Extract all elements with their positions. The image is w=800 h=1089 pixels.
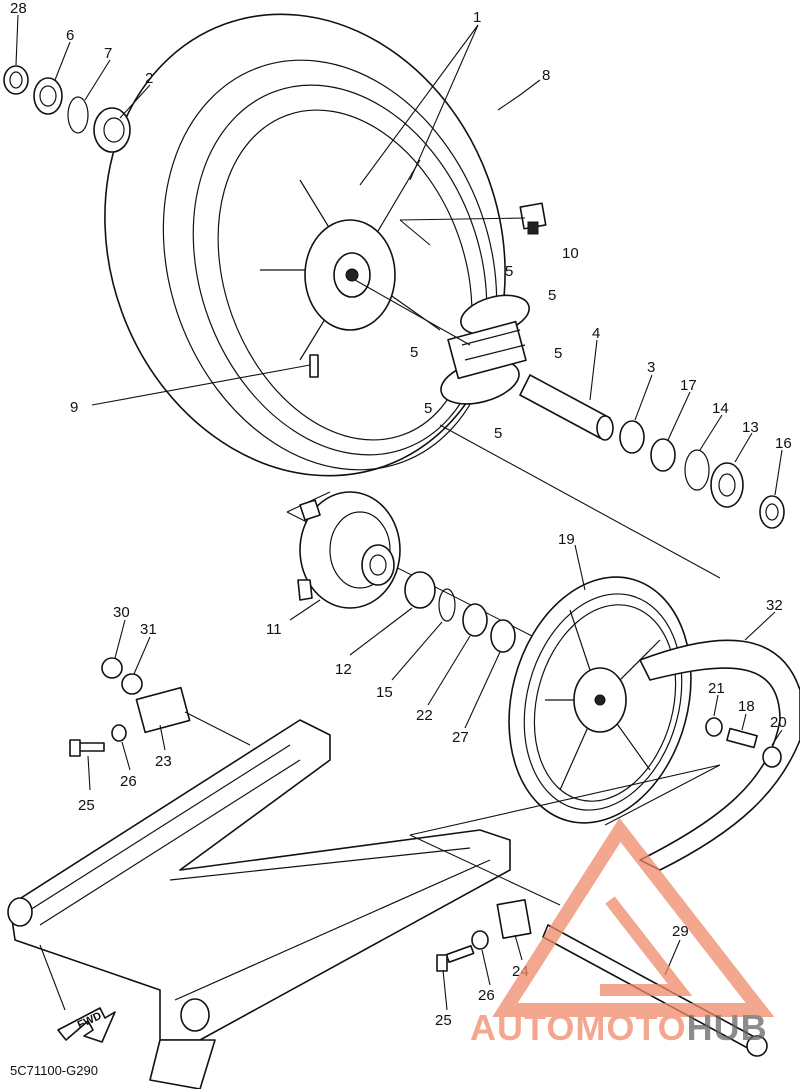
rear-wheel [104, 13, 506, 477]
callout-numbers: 1 2 3 4 5 5 5 5 5 5 5 6 7 8 9 10 11 12 1… [10, 0, 792, 1029]
diagram-code: 5C71100-G290 [10, 1063, 98, 1078]
callout-2: 2 [145, 70, 153, 87]
watermark-logo: AUTOMOTOHUB [470, 817, 775, 1048]
callout-5a: 5 [505, 263, 513, 280]
swingarm [7, 719, 511, 1089]
callout-27: 27 [452, 729, 469, 746]
callout-30: 30 [113, 604, 130, 621]
callout-1: 1 [473, 9, 481, 26]
leader-lines [15, 14, 783, 1011]
callout-10: 10 [562, 245, 579, 262]
spacer-tube [519, 374, 614, 441]
hub-dampers [440, 294, 530, 405]
callout-5d: 5 [554, 345, 562, 362]
callout-28: 28 [10, 0, 27, 17]
callout-17: 17 [680, 377, 697, 394]
chain-adjuster [705, 717, 782, 768]
callout-4: 4 [592, 325, 600, 342]
callout-31: 31 [140, 621, 157, 638]
callout-6: 6 [66, 27, 74, 44]
callout-7: 7 [104, 45, 112, 62]
left-bearing-stack [3, 65, 131, 153]
lower-bolt-set [436, 899, 532, 972]
balance-weight [519, 202, 547, 235]
callout-19: 19 [558, 531, 575, 548]
callout-21: 21 [708, 680, 725, 697]
sprocket-bearings [404, 571, 516, 653]
callout-20: 20 [770, 714, 787, 731]
callout-5f: 5 [494, 425, 502, 442]
callout-14: 14 [712, 400, 729, 417]
callout-26b: 26 [478, 987, 495, 1004]
rear-pulley [508, 576, 692, 824]
upper-bolt-set [69, 657, 191, 757]
callout-3: 3 [647, 359, 655, 376]
fwd-arrow-icon: FWD [57, 1007, 116, 1043]
callout-18: 18 [738, 698, 755, 715]
callout-8: 8 [542, 67, 550, 84]
callout-32: 32 [766, 597, 783, 614]
callout-26a: 26 [120, 773, 137, 790]
right-bearing-stack [619, 420, 785, 529]
callout-22: 22 [416, 707, 433, 724]
callout-11: 11 [266, 621, 282, 638]
clutch-hub [297, 491, 401, 609]
callout-12: 12 [335, 661, 352, 678]
callout-15: 15 [376, 684, 393, 701]
drive-belt [639, 639, 800, 871]
callout-25a: 25 [78, 797, 95, 814]
callout-5c: 5 [410, 344, 418, 361]
callout-13: 13 [742, 419, 759, 436]
callout-29: 29 [672, 923, 689, 940]
callout-23: 23 [155, 753, 172, 770]
watermark-text-primary: AUTOMOTOHUB [470, 1007, 768, 1048]
callout-5b: 5 [548, 287, 556, 304]
callout-9: 9 [70, 399, 78, 416]
callout-5e: 5 [424, 400, 432, 417]
callout-25b: 25 [435, 1012, 452, 1029]
callout-16: 16 [775, 435, 792, 452]
